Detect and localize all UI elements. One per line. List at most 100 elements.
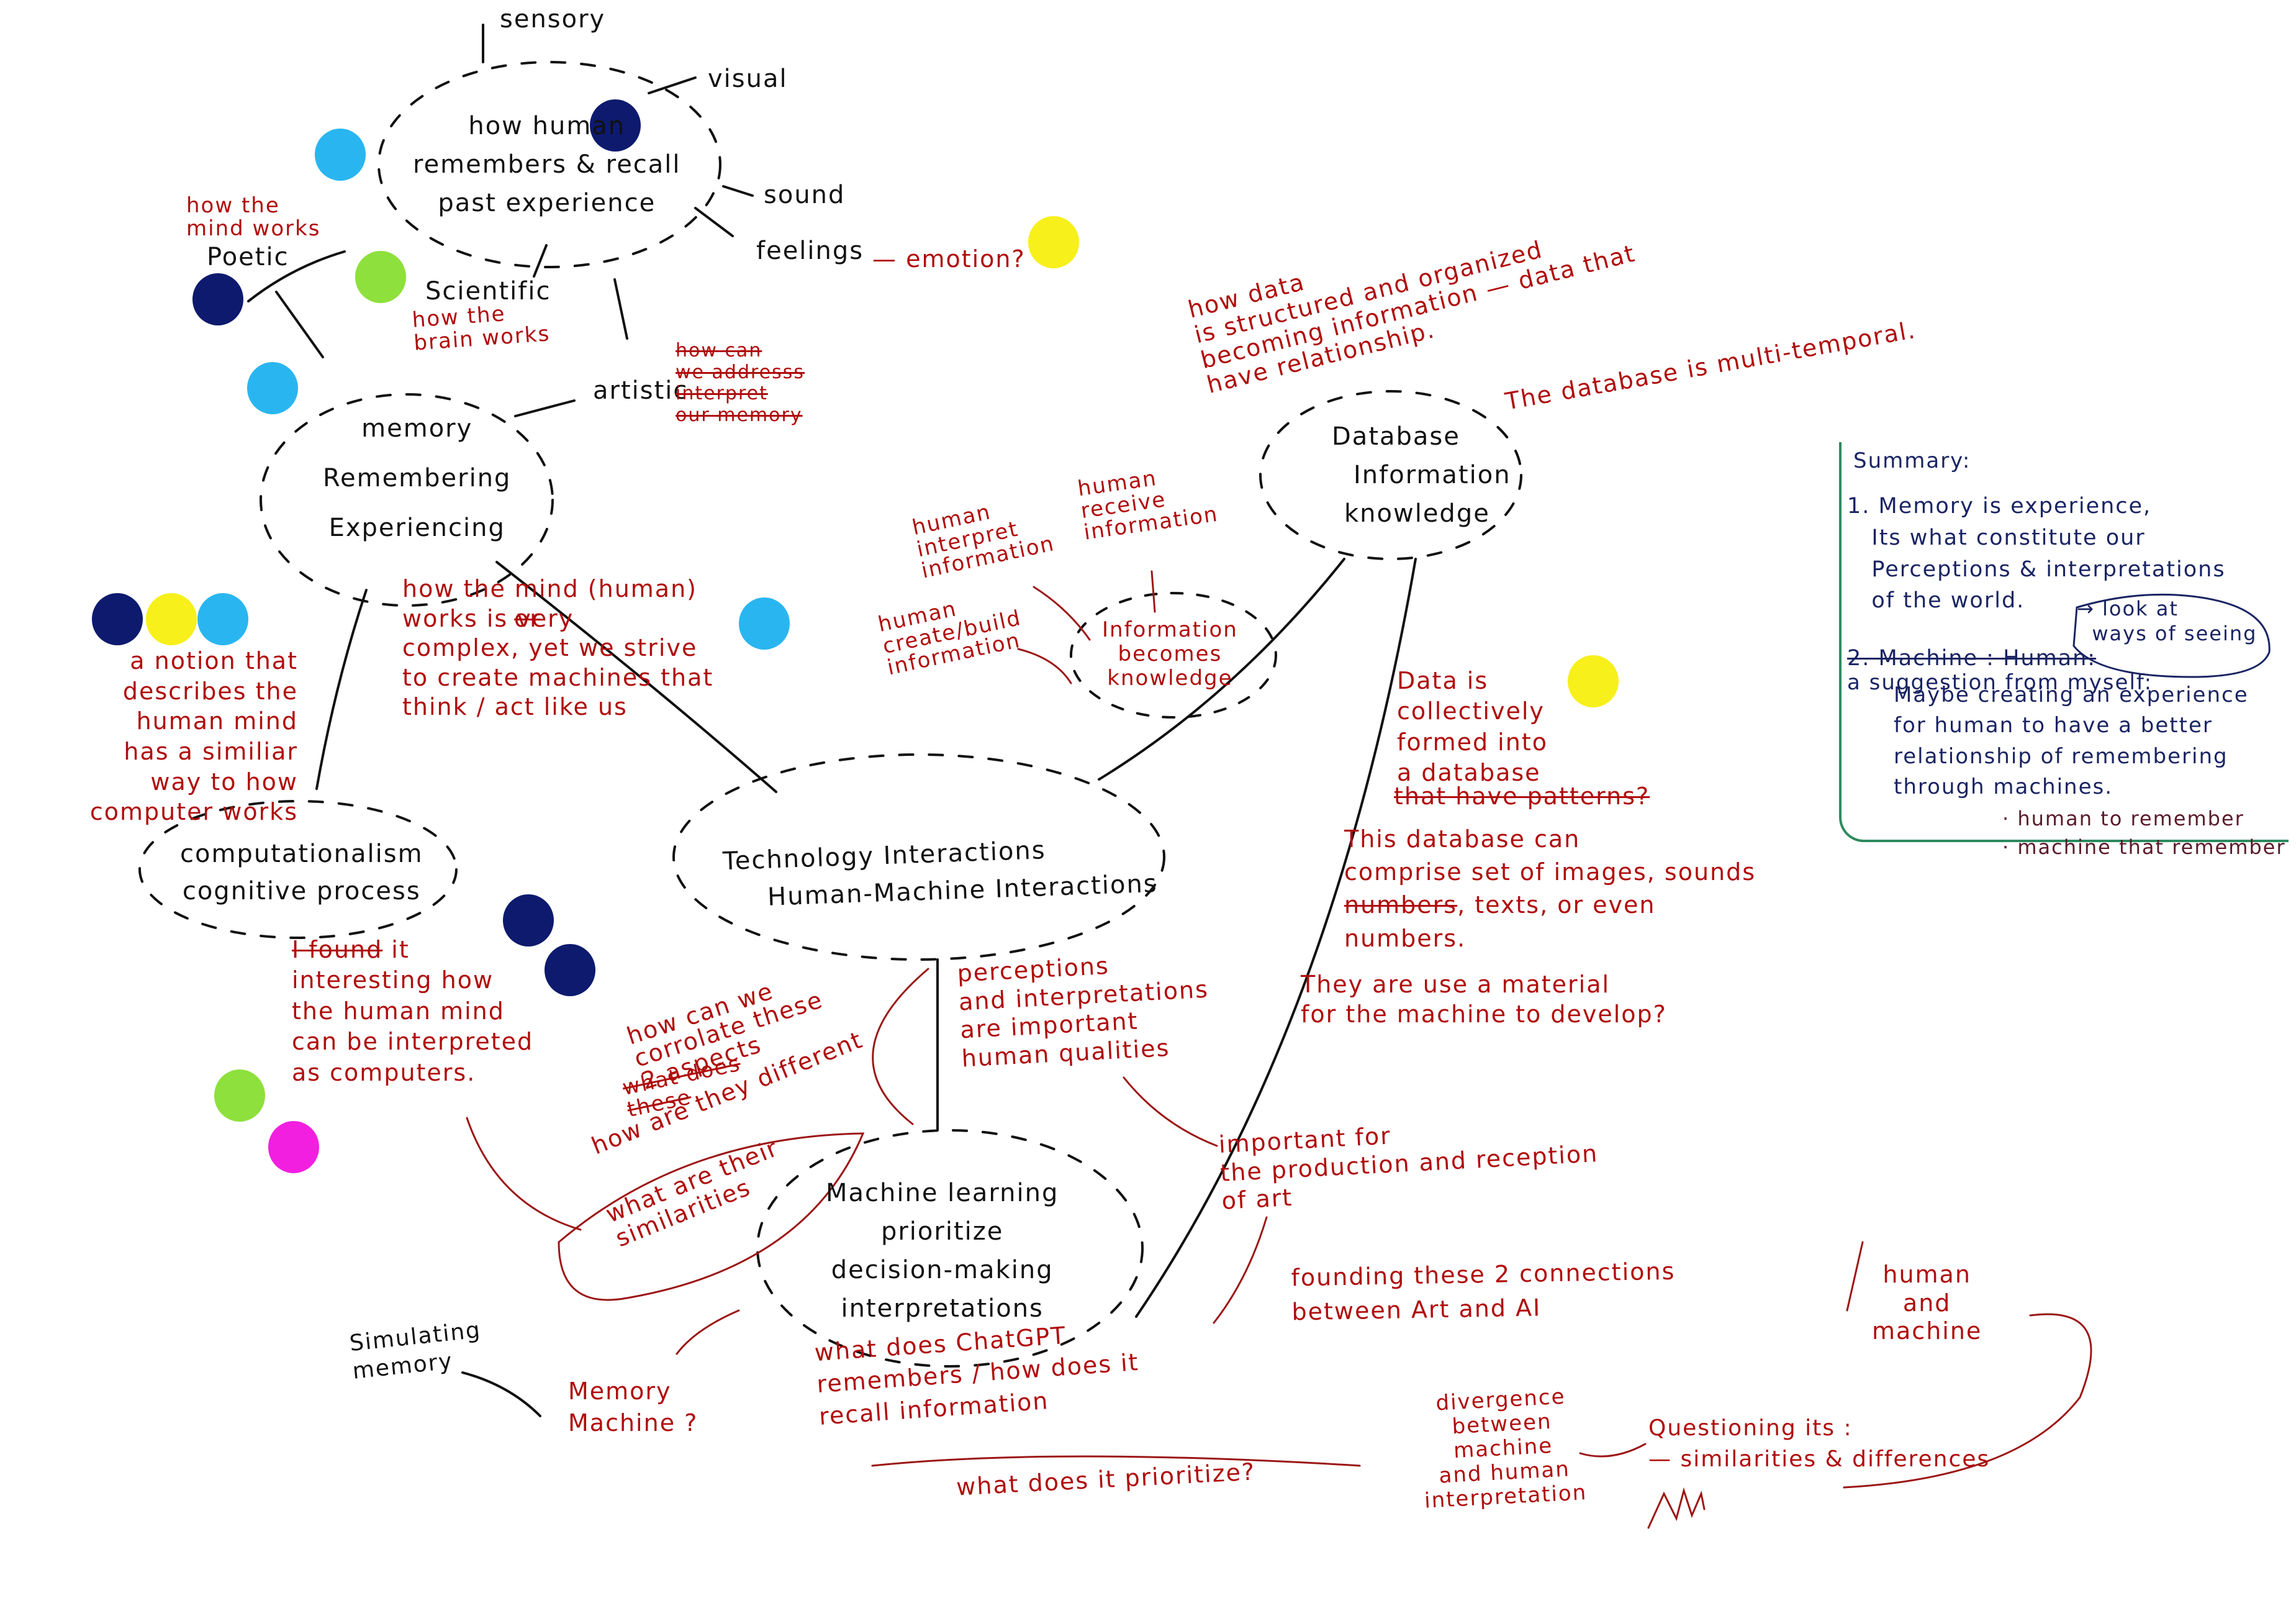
- arrow-human-machine: [1843, 1313, 2092, 1489]
- line-ml-memorymachine: [676, 1309, 740, 1355]
- summary-item-2: Maybe creating an experience for human t…: [1894, 683, 2249, 799]
- signature-scribble: [1647, 1487, 1706, 1529]
- sticker-dot-sky: [197, 593, 248, 645]
- sticker-dot-navy: [92, 593, 143, 645]
- node-machine-learning-line: decision-making: [831, 1256, 1054, 1284]
- note-database-comprise-text: This database can comprise set of images…: [1344, 825, 1756, 886]
- node-machine-learning-line: Machine learning: [826, 1179, 1059, 1207]
- sticker-dot-yellow: [1568, 655, 1619, 707]
- node-database-line: Information: [1354, 461, 1511, 489]
- note-data-collective: Data is collectively formed into a datab…: [1397, 667, 1548, 787]
- note-mind-complex: how the mind (human) works is very compl…: [402, 574, 713, 722]
- sticker-dot-sky: [315, 129, 366, 181]
- note-notion: a notion that describes the human mind h…: [89, 647, 298, 826]
- line-artistic-memory: [514, 399, 576, 417]
- bubble-memory: [260, 393, 554, 607]
- sticker-dot-yellow: [146, 593, 197, 645]
- line-sound: [722, 185, 754, 197]
- summary-item-1: 1. Memory is experience, Its what consti…: [1847, 494, 2226, 614]
- node-memory-line: Remembering: [323, 464, 512, 493]
- node-recall-line: past experience: [438, 189, 656, 217]
- bubble-technology: [672, 753, 1165, 961]
- note-found-interesting: I found it interesting how the human min…: [292, 935, 533, 1088]
- node-database-line: Database: [1332, 422, 1460, 451]
- sticker-dot-green: [355, 251, 406, 303]
- sticker-dot-sky: [739, 597, 790, 650]
- note-mind-complex-struck: or: [514, 605, 541, 632]
- line-artistic: [613, 278, 628, 340]
- note-found-text: it interesting how the human mind can be…: [292, 936, 534, 1086]
- note-divergence: divergence between machine and human int…: [1424, 1384, 1588, 1514]
- line-visual: [648, 76, 697, 94]
- line-database-technology: [1098, 558, 1345, 781]
- node-memory-line: memory: [361, 414, 473, 443]
- line-feelings: [694, 207, 734, 237]
- summary-suggestion: a suggestion from myself:: [1847, 670, 2153, 695]
- note-address-memory-struck: how can we addresss interpret our memory: [676, 340, 805, 426]
- sticker-dot-navy: [192, 273, 243, 325]
- label-feelings: feelings: [756, 237, 864, 265]
- bubble-database: [1259, 390, 1522, 560]
- note-database-comprise-rest: , texts, or even numbers.: [1344, 891, 1656, 952]
- label-poetic: Poetic: [207, 243, 289, 271]
- bubble-machine-learning: [756, 1129, 1144, 1368]
- sticker-dot-green: [214, 1069, 265, 1122]
- line-interpret: [1033, 586, 1091, 641]
- sticker-dot-yellow: [1028, 216, 1079, 268]
- summary-item-2-struck: 2. Machine : Human:: [1847, 646, 2097, 671]
- node-memory: memory Remembering Experiencing: [323, 404, 511, 553]
- line-found-interesting: [466, 1117, 582, 1231]
- node-info-knowledge-line: knowledge: [1107, 666, 1233, 691]
- node-computational-line: cognitive process: [182, 877, 421, 906]
- note-numbers-struck: numbers: [1344, 891, 1458, 919]
- note-brain-works: how the brain works: [411, 301, 551, 356]
- sticker-dot-sky: [247, 362, 298, 414]
- node-recall: how human remembers & recall past experi…: [413, 107, 681, 222]
- node-technology: Technology Interactions Human-Machine In…: [722, 828, 1158, 917]
- label-sensory: sensory: [500, 5, 606, 34]
- note-mind-complex-text: how the mind (human) works is very compl…: [402, 575, 714, 720]
- line-perceptions-art: [1123, 1076, 1218, 1147]
- note-human-machine: human and machine: [1872, 1261, 1982, 1345]
- note-mind-works: how the mind works: [186, 193, 321, 242]
- node-recall-line: remembers & recall: [413, 150, 681, 179]
- summary-bullet-text: human to remember: [2017, 807, 2244, 830]
- note-material: They are use a material for the machine …: [1301, 971, 1667, 1028]
- line-poetic: [247, 250, 346, 302]
- node-info-knowledge-line: becomes: [1118, 642, 1223, 667]
- bubble-computational: [138, 800, 458, 939]
- summary-callout: → look at ways of seeing: [2077, 597, 2258, 645]
- summary-bullet-text: machine that remember: [2017, 835, 2286, 860]
- line-memory-technology: [495, 561, 777, 793]
- line-create: [1017, 648, 1072, 684]
- summary-card: [1839, 442, 2289, 842]
- sticker-dot-navy: [503, 894, 554, 946]
- line-receive: [1150, 570, 1156, 613]
- node-recall-line: how human: [468, 112, 626, 140]
- summary-bullets: · human to remember · machine that remem…: [2002, 804, 2286, 862]
- node-info-knowledge: Information becomes knowledge: [1102, 617, 1238, 691]
- line-prioritize-underline: [871, 1455, 1361, 1467]
- sticker-dot-navy: [590, 99, 641, 152]
- line-art-founding: [1213, 1216, 1268, 1324]
- node-database-line: knowledge: [1344, 499, 1490, 528]
- label-visual: visual: [708, 65, 788, 93]
- note-patterns-struck: that have patterns?: [1394, 783, 1650, 810]
- sticker-dot-magenta: [268, 1121, 319, 1173]
- summary-bullet: · human to remember: [2002, 807, 2244, 830]
- label-artistic: artistic: [593, 376, 689, 405]
- bubble-info-knowledge: [1070, 592, 1277, 719]
- bubble-recall: [377, 61, 721, 268]
- line-poetic-memory: [275, 291, 324, 358]
- summary-callout-loop: [2072, 593, 2271, 678]
- node-memory-line: Experiencing: [328, 514, 505, 542]
- note-memory-machine: Memory Machine ?: [568, 1378, 698, 1437]
- line-divergence-questioning: [1579, 1443, 1647, 1458]
- node-computational: computationalism cognitive process: [180, 835, 423, 910]
- note-database-comprise: This database can comprise set of images…: [1344, 823, 1756, 955]
- label-sound: sound: [764, 181, 846, 209]
- note-found-struck: I found: [292, 936, 383, 963]
- node-database: Database Information knowledge: [1332, 417, 1511, 533]
